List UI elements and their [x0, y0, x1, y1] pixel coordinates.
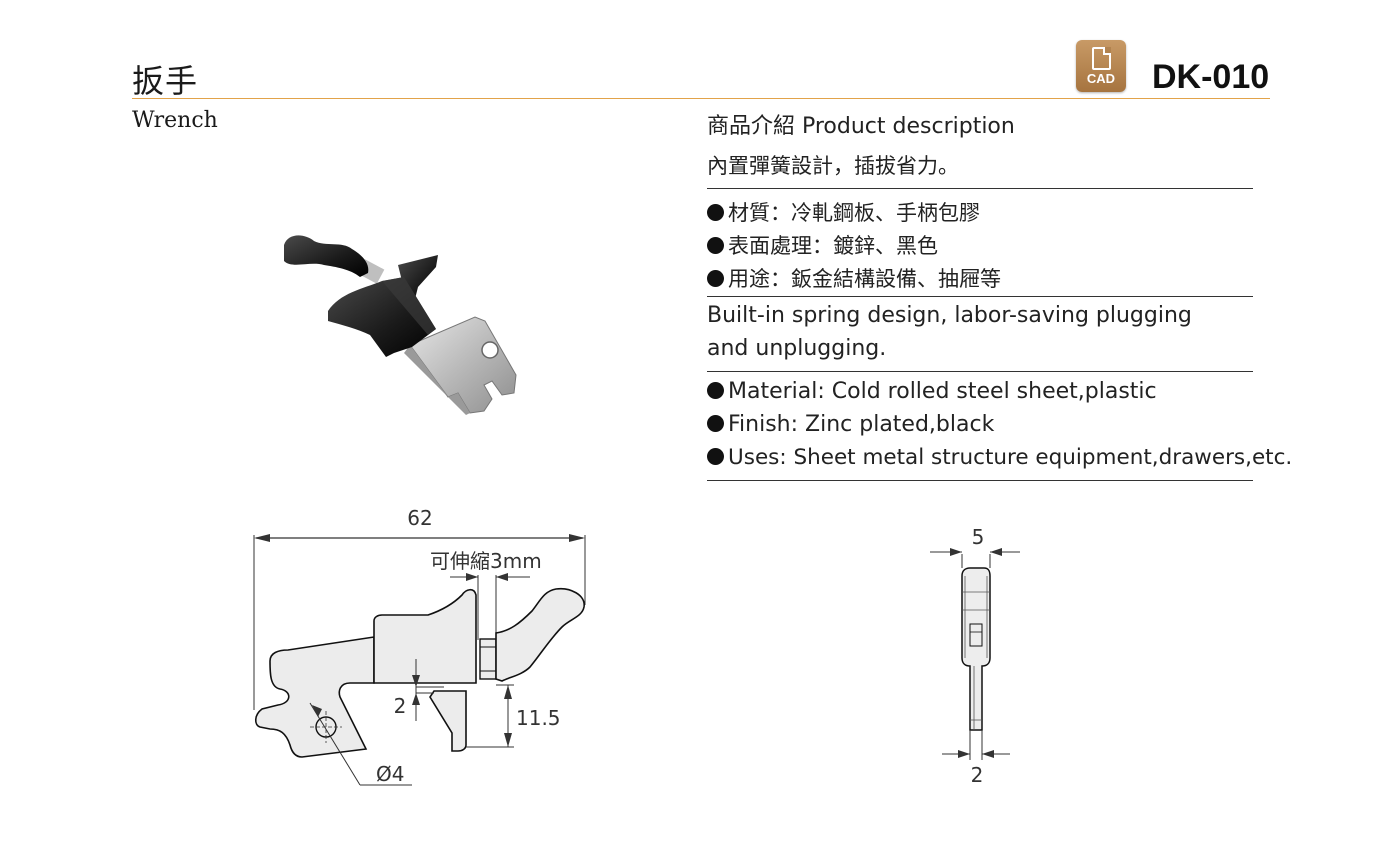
divider — [707, 480, 1253, 481]
spec-cn-item: 表面處理：鍍鋅、黑色 — [707, 230, 938, 260]
divider — [707, 371, 1253, 372]
height-label: 11.5 — [516, 706, 561, 730]
cad-download-button[interactable]: CAD — [1076, 40, 1126, 92]
spec-en-item: Material: Cold rolled steel sheet,plasti… — [707, 379, 1157, 404]
spec-cn-item: 材質：冷軋鋼板、手柄包膠 — [707, 197, 980, 227]
intro-en-line1: Built-in spring design, labor-saving plu… — [707, 303, 1192, 328]
thickness-bottom-label: 2 — [971, 763, 984, 787]
hole-label: Ø4 — [376, 762, 404, 786]
side-view-drawing: 5 2 — [930, 525, 1020, 787]
page-title-en: Wrench — [132, 108, 218, 133]
description-heading: 商品介紹 Product description — [707, 114, 1015, 139]
title-divider — [132, 98, 1270, 99]
document-icon — [1092, 47, 1111, 70]
spec-cn-item: 用途：鈑金結構設備、抽屜等 — [707, 263, 1001, 293]
front-view-drawing: 62 可伸縮3mm 2 11.5 Ø4 — [253, 506, 586, 786]
intro-en-line2: and unplugging. — [707, 336, 887, 361]
spec-en-item: Uses: Sheet metal structure equipment,dr… — [707, 445, 1292, 470]
overall-width-label: 62 — [407, 506, 432, 530]
gap-label: 2 — [394, 694, 407, 718]
product-photo — [284, 235, 517, 415]
spec-en-item: Finish: Zinc plated,black — [707, 412, 994, 437]
product-code: DK-010 — [1152, 58, 1270, 96]
page-title-cn: 扳手 — [132, 62, 199, 100]
intro-cn: 內置彈簧設計，插拔省力。 — [707, 154, 959, 178]
divider — [707, 296, 1253, 297]
divider — [707, 188, 1253, 189]
cad-label: CAD — [1086, 71, 1116, 86]
thickness-top-label: 5 — [972, 525, 985, 549]
stroke-note-label: 可伸縮3mm — [430, 549, 542, 573]
